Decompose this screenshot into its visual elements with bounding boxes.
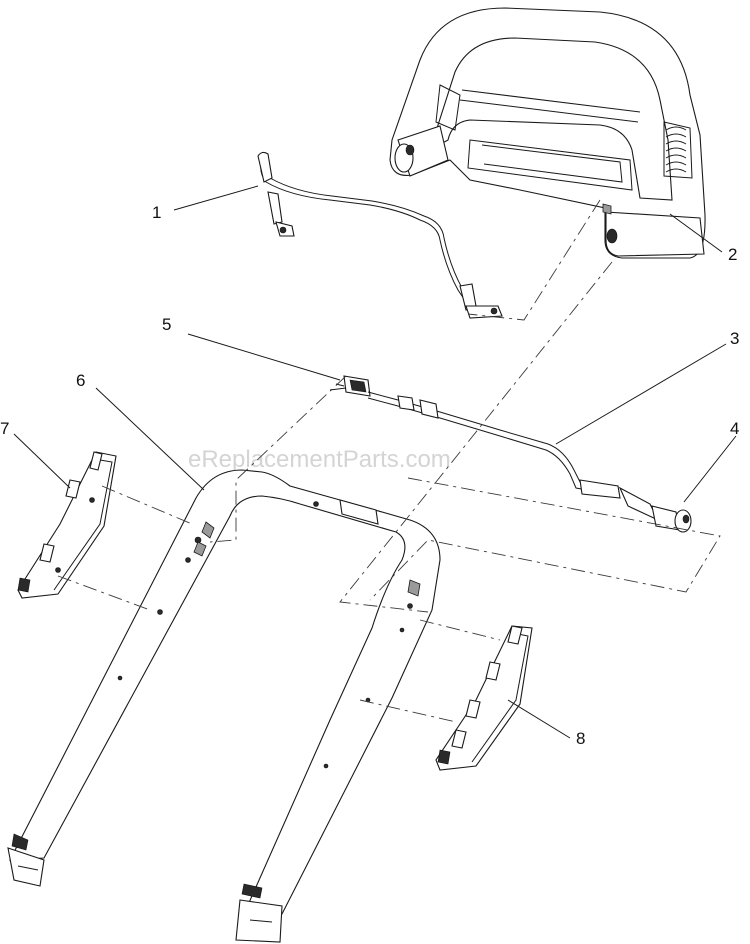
- callout-4: 4: [730, 419, 739, 438]
- left-bracket-part: [17, 451, 117, 599]
- bail-rod-part: [257, 151, 503, 319]
- lower-handle-part: [7, 469, 441, 943]
- callout-2: 2: [728, 245, 737, 264]
- handle-spring: [663, 121, 693, 179]
- callout-5: 5: [162, 315, 171, 334]
- callout-6: 6: [76, 371, 85, 390]
- leader-lines: [13, 185, 737, 739]
- callouts: 1 2 3 4 5 6 7 8: [0, 203, 739, 748]
- cable-clip-part: [329, 375, 371, 397]
- callout-1: 1: [152, 203, 161, 222]
- cable-adjuster-part: [618, 486, 692, 533]
- control-cable-part: [367, 391, 621, 499]
- upper-handle-part: [389, 7, 706, 259]
- right-bracket-part: [435, 625, 533, 771]
- callout-8: 8: [576, 729, 585, 748]
- watermark-text: eReplacementParts.com: [188, 446, 451, 473]
- callout-3: 3: [730, 329, 739, 348]
- callout-7: 7: [0, 419, 9, 438]
- alignment-lines: [57, 199, 721, 723]
